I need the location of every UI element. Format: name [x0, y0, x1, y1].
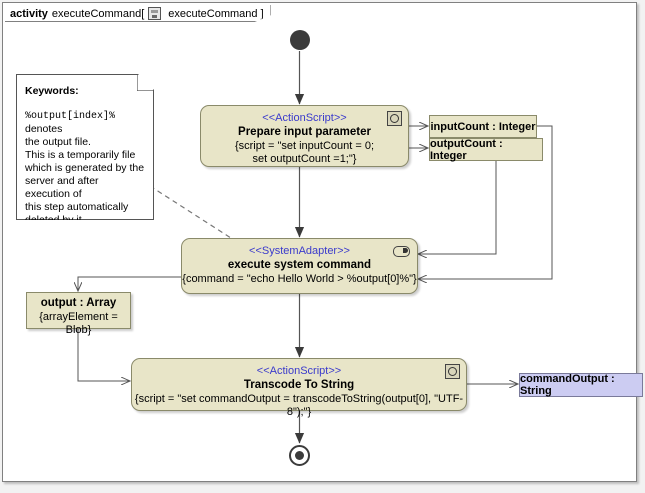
prepare-stereotype: <<ActionScript>>	[262, 112, 347, 124]
note-line-2: the output file.	[25, 136, 91, 148]
execute-name: execute system command	[227, 259, 372, 271]
keywords-note: Keywords: %output[index]% denotes the ou…	[16, 74, 154, 220]
transcode-stereotype: <<ActionScript>>	[256, 365, 342, 377]
note-line-5: server and after execution of	[25, 175, 99, 200]
prepare-body-2: set outputCount =1;"}	[252, 153, 357, 165]
frame-tab-keyword: activity	[10, 7, 48, 20]
object-node-output-array[interactable]: output : Array {arrayElement = Blob}	[26, 292, 131, 336]
prepare-body-1: {script = "set inputCount = 0;	[234, 140, 375, 152]
execute-stereotype: <<SystemAdapter>>	[249, 245, 350, 257]
frame-tab-name: executeCommand[	[51, 7, 145, 20]
final-node	[289, 445, 310, 466]
output-array-body: {arrayElement = Blob}	[39, 311, 118, 336]
action-transcode-to-string[interactable]: <<ActionScript>> Transcode To String {sc…	[131, 358, 467, 418]
transcode-name: Transcode To String	[243, 379, 355, 391]
execute-body-1: {command = "echo Hello World > %output[0…	[182, 273, 417, 285]
prepare-name: Prepare input parameter	[238, 126, 371, 138]
activity-frame-tab: activity executeCommand[ executeCommand …	[5, 5, 271, 22]
note-line-4: which is generated by the	[25, 162, 145, 174]
action-prepare-input-parameter[interactable]: <<ActionScript>> Prepare input parameter…	[200, 105, 409, 167]
action-execute-system-command[interactable]: <<SystemAdapter>> execute system command…	[181, 238, 418, 294]
note-line-1-code: %output[index]%	[25, 111, 116, 122]
pin-output-count[interactable]: outputCount : Integer	[429, 138, 543, 162]
script-icon	[387, 111, 402, 126]
note-title: Keywords:	[25, 85, 79, 97]
initial-node	[290, 30, 310, 50]
activity-diagram-icon	[148, 7, 162, 20]
pin-input-count[interactable]: inputCount : Integer	[429, 115, 537, 138]
output-array-name: output : Array	[40, 297, 117, 309]
note-line-3: This is a temporarily file	[25, 149, 136, 161]
pin-command-output[interactable]: commandOutput : String	[519, 373, 643, 397]
system-adapter-icon	[393, 246, 410, 257]
note-line-1-rest: denotes	[25, 123, 63, 135]
frame-tab-name-2: executeCommand ]	[168, 7, 264, 20]
note-line-6: this step automatically	[25, 201, 129, 213]
note-line-1: %output[index]% denotes	[25, 109, 145, 136]
script-icon	[445, 364, 460, 379]
transcode-body-1: {script = "set commandOutput = transcode…	[134, 393, 464, 418]
